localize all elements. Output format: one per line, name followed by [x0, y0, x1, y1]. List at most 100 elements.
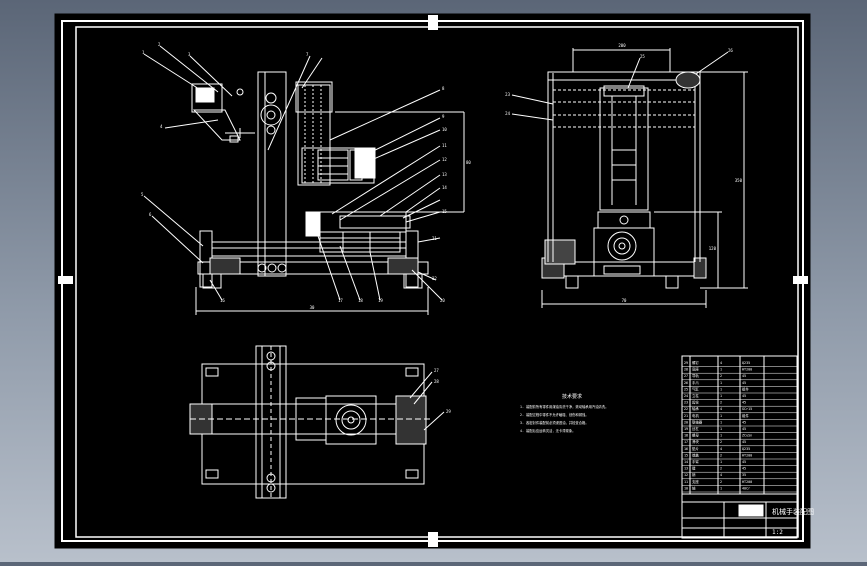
parts-row-cell: 23	[684, 401, 688, 405]
parts-row-cell: 手臂	[692, 459, 699, 464]
parts-row-cell: 销	[692, 472, 696, 477]
parts-row-cell: 45	[742, 467, 746, 471]
parts-row-cell: 2	[720, 374, 722, 378]
plan-view	[189, 345, 445, 499]
callout-18: 18	[358, 298, 363, 303]
parts-row-cell: 14	[684, 460, 688, 464]
parts-row-cell: 45	[742, 394, 746, 398]
drawing-sheet	[54, 13, 811, 549]
parts-row-cell: 支座	[692, 479, 699, 484]
callout-7: 7	[306, 52, 309, 57]
parts-row-cell: 20	[684, 420, 688, 424]
parts-row-cell: 2	[720, 440, 722, 444]
side-view	[511, 48, 748, 308]
parts-row-cell: 22	[684, 407, 688, 411]
parts-row-cell: HT200	[742, 368, 752, 372]
parts-row-cell: 24	[684, 394, 688, 398]
parts-list-table[interactable]	[681, 355, 798, 539]
callout-11: 11	[442, 143, 447, 148]
callout-12: 12	[442, 157, 447, 162]
parts-row-cell: 15	[684, 453, 688, 457]
parts-row-cell: 轴	[692, 485, 696, 490]
parts-row-cell: 4	[720, 407, 722, 411]
parts-row-cell: 2	[720, 453, 722, 457]
parts-row-cell: 螺母	[692, 433, 699, 438]
parts-row-cell: 1	[720, 434, 722, 438]
parts-row-cell: 1	[720, 387, 722, 391]
parts-row-cell: 2	[720, 480, 722, 484]
parts-row-cell: 2	[720, 401, 722, 405]
parts-row-cell: 螺钉	[692, 360, 699, 365]
callout-3: 3	[188, 52, 191, 57]
parts-row-cell: 立柱	[692, 393, 699, 398]
parts-row-cell: 45	[742, 374, 746, 378]
callout-1: 1	[142, 50, 145, 55]
parts-row-cell: 底座	[692, 367, 699, 372]
notes-title: 技术要求	[562, 393, 582, 400]
dim-lower-height: 120	[709, 246, 717, 251]
parts-row-cell: 1	[720, 381, 722, 385]
dim-front-width: 30	[310, 305, 315, 310]
parts-row-cell: GCr15	[742, 407, 752, 411]
notes-line-1: 1. 装配前所有零件用煤油清洗干净，滚动轴承用汽油清洗。	[520, 404, 608, 409]
callout-26: 26	[728, 48, 733, 53]
parts-row-cell: 1	[720, 486, 722, 490]
parts-row-cell: 电机	[692, 413, 699, 418]
parts-row-cell: Q235	[742, 361, 750, 365]
parts-row-cell: 45	[742, 440, 746, 444]
parts-row-cell: 18	[684, 434, 688, 438]
parts-row-cell: 26	[684, 381, 688, 385]
callout-19: 19	[378, 298, 383, 303]
parts-row-cell: 4	[720, 361, 722, 365]
parts-row-cell: Q235	[742, 447, 750, 451]
dim-front-height: 80	[466, 160, 471, 165]
parts-row-cell: 27	[684, 374, 688, 378]
callout-2: 2	[158, 42, 161, 47]
parts-row-cell: 10	[684, 486, 688, 490]
callout-13: 13	[442, 172, 447, 177]
parts-row-cell: HT200	[742, 453, 752, 457]
parts-row-cell: 17	[684, 440, 688, 444]
parts-row-cell: 45	[742, 401, 746, 405]
dim-bottom-width: 70	[622, 298, 627, 303]
parts-row-cell: 13	[684, 467, 688, 471]
parts-row-cell: 联轴器	[692, 419, 703, 424]
parts-row-cell: 1	[720, 420, 722, 424]
parts-row-cell: 12	[684, 473, 688, 477]
parts-row-cell: 45	[742, 460, 746, 464]
callout-5: 5	[141, 192, 144, 197]
parts-row-cell: 45	[742, 420, 746, 424]
parts-row-cell: 气缸	[692, 386, 699, 391]
parts-row-cell: 28	[684, 368, 688, 372]
dim-top-width: 200	[618, 43, 626, 48]
parts-row-cell: 1	[720, 460, 722, 464]
parts-row-cell: 齿轮	[692, 400, 699, 405]
parts-row-cell: 11	[684, 480, 688, 484]
centering-marks	[58, 15, 808, 547]
parts-row-cell: 组件	[742, 386, 749, 391]
parts-row-cell: 21	[684, 414, 688, 418]
parts-row-cell: 25	[684, 387, 688, 391]
parts-row-cell: 手爪	[692, 380, 699, 385]
front-view	[143, 45, 465, 315]
callout-15: 15	[442, 209, 447, 214]
callout-10: 10	[442, 127, 447, 132]
parts-row-cell: 40Cr	[742, 486, 750, 490]
parts-row-cell: 1	[720, 394, 722, 398]
callout-21: 21	[432, 236, 437, 241]
callout-24: 24	[505, 111, 510, 116]
title-block-sheet: 1:2	[772, 529, 783, 536]
parts-row-cell: 1	[720, 368, 722, 372]
parts-row-cell: HT200	[742, 480, 752, 484]
callout-29: 29	[446, 409, 451, 414]
notes-line-4: 4. 装配后应运转灵活，无卡滞现象。	[520, 428, 575, 433]
parts-row-cell: 组件	[742, 413, 749, 418]
parts-row-cell: 2	[720, 467, 722, 471]
parts-row-cell: 1	[720, 414, 722, 418]
parts-row-cell: 29	[684, 361, 688, 365]
callout-6: 6	[149, 212, 152, 217]
parts-row-cell: 19	[684, 427, 688, 431]
parts-row-cell: 4	[720, 447, 722, 451]
